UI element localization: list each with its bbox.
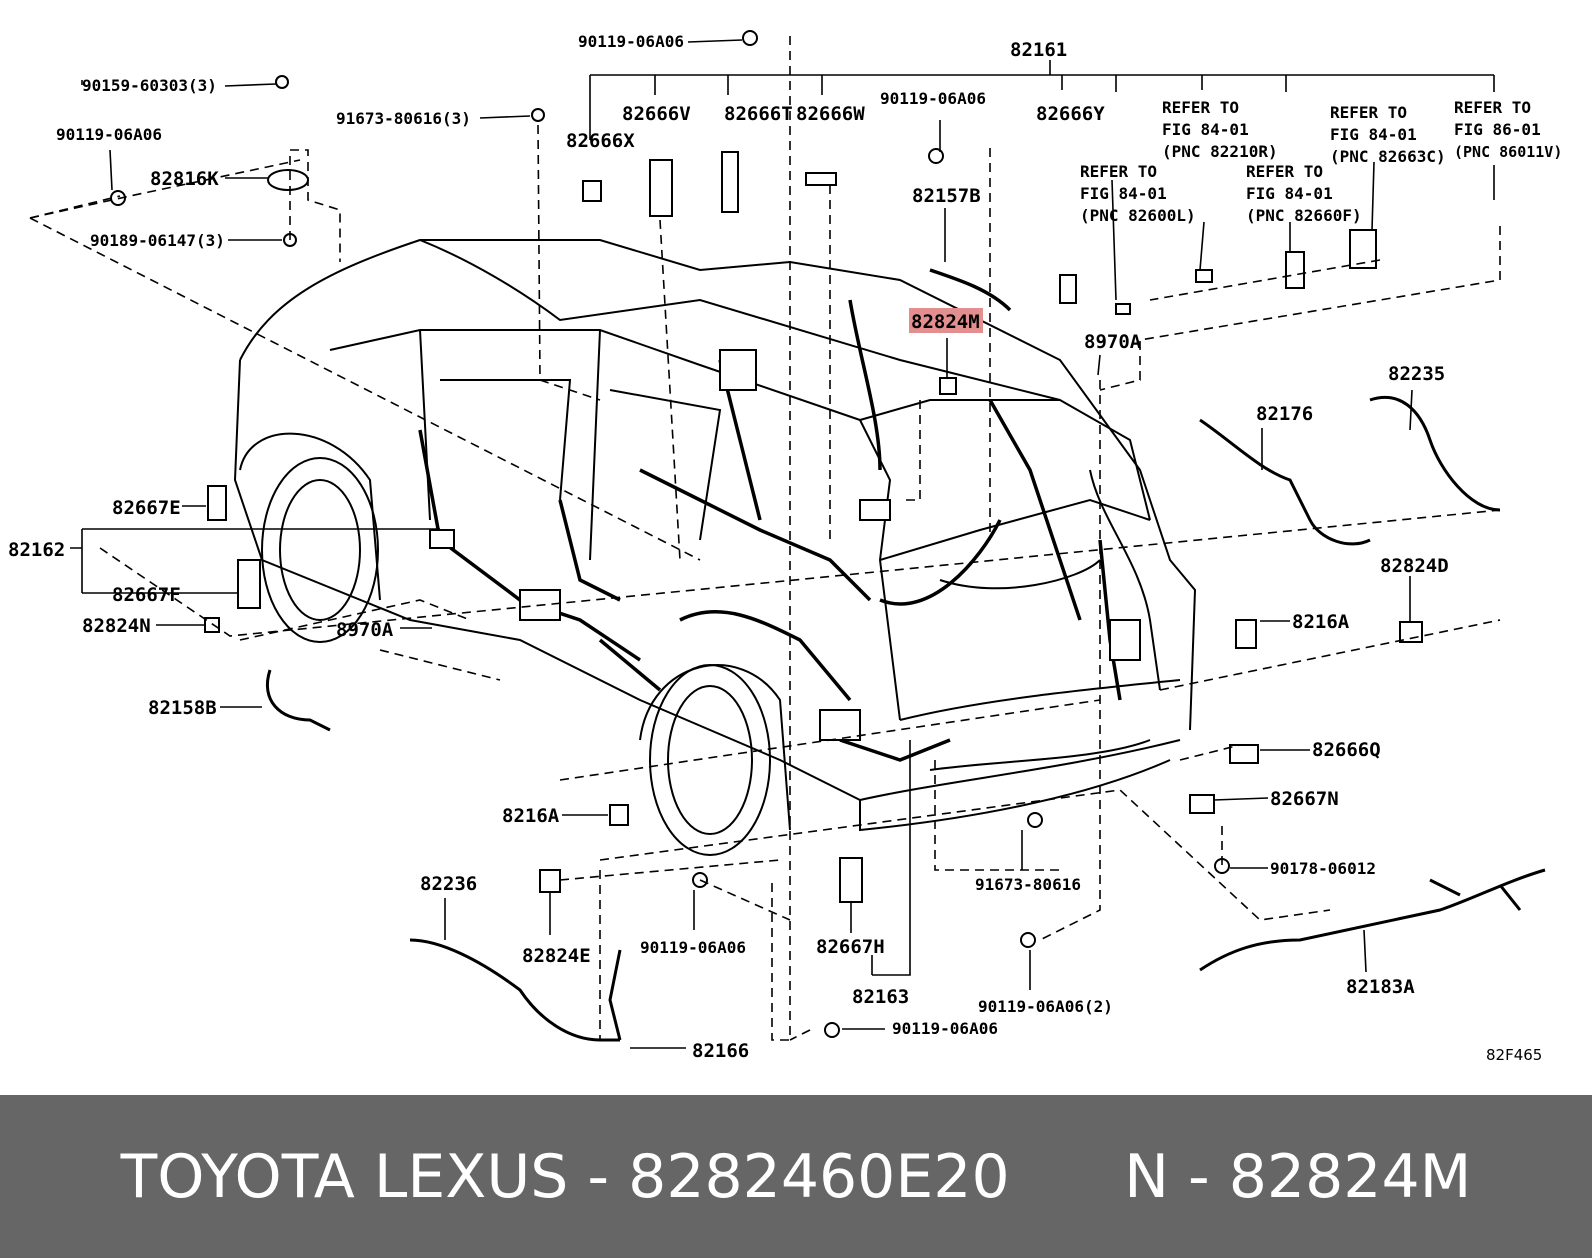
part-number: 8282460E20 [628,1141,1010,1212]
label-82183a: 82183A [1346,976,1415,998]
separator: - [1168,1141,1229,1212]
vehicle-outline [233,239,1197,856]
reference-callouts: REFER TO FIG 84-01 (PNC 82210R) REFER TO… [1080,98,1562,225]
label-90119-06a06-bottom: 90119-06A06 [892,1019,998,1038]
ref-82660f-line1: REFER TO [1246,162,1323,181]
label-82236: 82236 [420,873,477,895]
label-90119-06a06-2: 90119-06A06(2) [978,997,1113,1016]
label-90119-06a06-mid: 90119-06A06 [880,89,986,108]
part-labels: 90119-06A06 82161 90159-60303(3) 91673-8… [8,32,1542,1064]
leader-lines [70,39,1495,1049]
ref-82600l-line2: FIG 84-01 [1080,184,1167,203]
spacer [1010,1142,1124,1212]
ref-82663c-line3: (PNC 82663C) [1330,147,1446,166]
label-82166: 82166 [692,1040,749,1062]
label-90119-06a06-top: 90119-06A06 [578,32,684,51]
label-82161: 82161 [1010,39,1067,61]
label-82666w: 82666W [796,103,865,125]
label-82667h: 82667H [816,936,885,958]
pnc-code: 82824M [1228,1141,1472,1212]
label-82162: 82162 [8,539,65,561]
label-90178-06012: 90178-06012 [1270,859,1376,878]
components [204,151,1423,903]
ref-82663c-line1: REFER TO [1330,103,1407,122]
ref-82210r-line3: (PNC 82210R) [1162,142,1278,161]
label-82158b: 82158B [148,697,217,719]
label-82157b: 82157B [912,185,981,207]
label-82816k: 82816K [150,168,219,190]
label-82824n: 82824N [82,615,151,637]
bolts [110,30,1230,1038]
label-8970a-top: 8970A [1084,331,1142,353]
label-82824m: 82824M [911,311,980,333]
label-91673-80616-3: 91673-80616(3) [336,109,471,128]
wiring-diagram: 90119-06A06 82161 90159-60303(3) 91673-8… [8,30,1562,1064]
label-91673-80616: 91673-80616 [975,875,1081,894]
separator: - [568,1141,629,1212]
ref-82210r-line2: FIG 84-01 [1162,120,1249,139]
ref-86011v-line1: REFER TO [1454,98,1531,117]
diagram-code: 82F465 [1486,1046,1542,1064]
label-82667n: 82667N [1270,788,1339,810]
label-90189-06147: 90189-06147(3) [90,231,225,250]
label-82666y: 82666Y [1036,103,1105,125]
loose-harnesses [265,395,1546,1042]
label-8216a-right: 8216A [1292,611,1350,633]
highlight-box [909,308,983,333]
label-82163: 82163 [852,986,909,1008]
ref-86011v-line2: FIG 86-01 [1454,120,1541,139]
label-82666t: 82666T [724,103,793,125]
label-90119-06a06-left: 90119-06A06 [56,125,162,144]
label-8216a-left: 8216A [502,805,560,827]
label-82176: 82176 [1256,403,1313,425]
label-82666x: 82666X [566,130,635,152]
label-82824e: 82824E [522,945,591,967]
part-footer-banner: TOYOTA LEXUS - 8282460E20 N - 82824M [0,1095,1592,1258]
label-8970a-left: 8970A [336,619,394,641]
brand-label: TOYOTA LEXUS [120,1141,569,1212]
ref-82660f-line2: FIG 84-01 [1246,184,1333,203]
label-82666q: 82666Q [1312,739,1381,761]
label-82235: 82235 [1388,363,1445,385]
ref-82600l-line3: (PNC 82600L) [1080,206,1196,225]
ref-82600l-line1: REFER TO [1080,162,1157,181]
ref-82210r-line1: REFER TO [1162,98,1239,117]
label-82667f: 82667F [112,584,181,606]
label-82666v: 82666V [622,103,691,125]
label-90159-60303: 90159-60303(3) [82,76,217,95]
n-label: N [1124,1141,1169,1212]
ref-82660f-line3: (PNC 82660F) [1246,206,1362,225]
label-82824d: 82824D [1380,555,1449,577]
ref-82663c-line2: FIG 84-01 [1330,125,1417,144]
ref-86011v-line3: (PNC 86011V) [1454,143,1562,161]
label-90119-06a06-bot: 90119-06A06 [640,938,746,957]
label-82667e: 82667E [112,497,181,519]
dashed-guides [29,36,1501,1041]
